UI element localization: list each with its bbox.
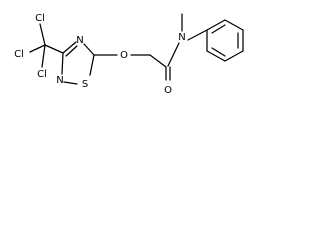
- atom-ether-oxygen: O: [120, 50, 128, 61]
- bond-ccl3-c-to-cl-bottom: [41, 44, 46, 68]
- bond-ring-c3-to-n4-inner: [65, 45, 78, 57]
- bond-ring-n2-to-c3: [61, 52, 64, 75]
- bond-ring-c5-to-s1: [89, 54, 95, 76]
- bond-ch2-to-carbonyl-c: [149, 54, 167, 68]
- bond-carbonyl-c-to-n: [167, 42, 180, 67]
- bond-phenyl-5: [206, 50, 226, 62]
- atom-cl-top: Cl: [35, 13, 45, 24]
- atom-amide-nitrogen: N: [178, 32, 185, 43]
- atom-ring-nitrogen-top: N: [76, 35, 83, 46]
- atom-cl-left: Cl: [14, 49, 24, 60]
- bond-phenyl-2: [224, 19, 244, 31]
- bond-ccl3-c-to-cl-left: [29, 44, 46, 53]
- atom-ring-sulfur: S: [82, 79, 88, 90]
- atom-ring-nitrogen-left: N: [56, 75, 63, 86]
- bond-ccl3-c-to-cl-top: [39, 23, 46, 46]
- bond-n-to-phenyl: [187, 29, 208, 41]
- bond-ring-s1-to-n2: [63, 81, 78, 85]
- bond-phenyl-4: [224, 50, 244, 62]
- bond-phenyl-inner-3: [211, 47, 226, 57]
- structure-diagram: Cl Cl Cl N N S O O N: [14, 13, 244, 96]
- bond-ccl3-c-to-ring: [44, 44, 64, 54]
- bond-phenyl-inner-1: [211, 24, 226, 34]
- atom-cl-bottom: Cl: [37, 69, 47, 80]
- atom-carbonyl-oxygen: O: [164, 85, 172, 96]
- bond-ring-n4-to-c5: [83, 43, 95, 56]
- molecule-canvas: Cl Cl Cl N N S O O N: [0, 0, 275, 117]
- bond-phenyl-1: [206, 19, 226, 31]
- bond-ring-c3-to-n4: [62, 41, 77, 54]
